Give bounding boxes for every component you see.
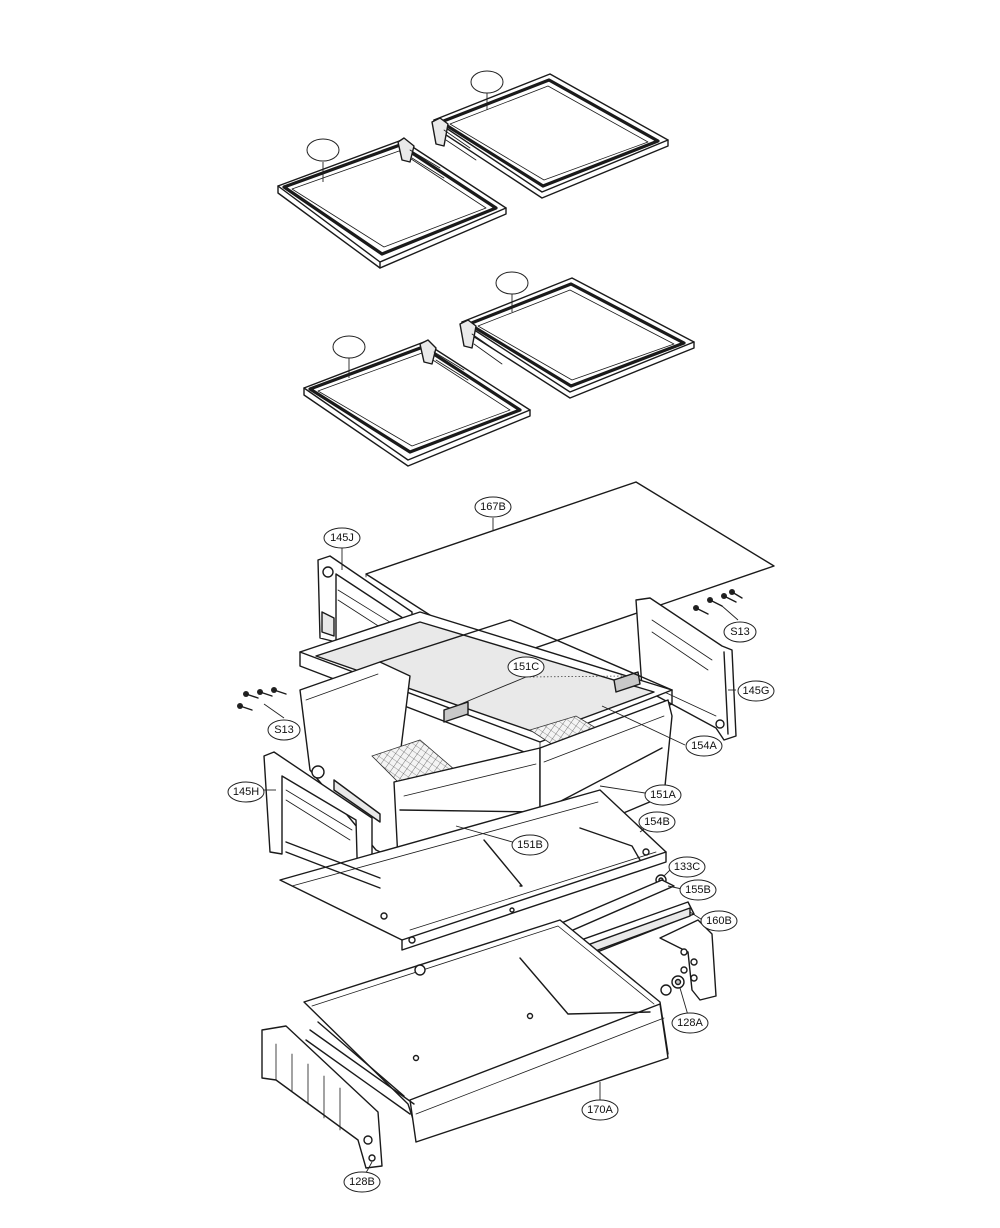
callout-label: 151A: [650, 789, 676, 801]
callout-label: 133C: [674, 861, 700, 873]
callout-151A: 151A: [644, 784, 682, 806]
callout-154A: 154A: [685, 735, 723, 757]
callout-label: S13: [274, 724, 294, 736]
callout-shelf-1: [306, 138, 340, 162]
callout-151C: 151C: [507, 656, 545, 678]
callout-label: 145G: [743, 685, 770, 697]
screws-right-S13: [693, 589, 743, 615]
callout-145G: 145G: [737, 680, 775, 702]
callout-label: 167B: [480, 501, 506, 513]
glass-shelf-upper-right: [431, 73, 669, 199]
callout-167B: 167B: [474, 496, 512, 518]
callout-S13-left: S13: [267, 719, 301, 741]
callout-shelf-3: [332, 335, 366, 359]
callout-155B: 155B: [679, 879, 717, 901]
callout-label: 145H: [233, 786, 259, 798]
callout-151B: 151B: [511, 834, 549, 856]
callout-170A: 170A: [581, 1099, 619, 1121]
screws-left-S13: [237, 687, 287, 711]
callout-shelf-2: [470, 70, 504, 94]
glass-shelf-upper-left: [277, 137, 507, 269]
callout-label: 151C: [513, 661, 539, 673]
callout-label: 128A: [677, 1017, 703, 1029]
callout-label: 155B: [685, 884, 711, 896]
roller-128A: [671, 975, 685, 989]
callout-S13-right: S13: [723, 621, 757, 643]
callout-label: 154A: [691, 740, 717, 752]
callout-160B: 160B: [700, 910, 738, 932]
leader-lines: [262, 93, 739, 1181]
glass-shelf-lower-right: [459, 277, 695, 399]
callout-154B: 154B: [638, 811, 676, 833]
bottom-pan-170A: [303, 919, 672, 1143]
callout-label: 151B: [517, 839, 543, 851]
callout-label: 160B: [706, 915, 732, 927]
callout-label: 170A: [587, 1104, 613, 1116]
callout-label: 154B: [644, 816, 670, 828]
callout-label: 128B: [349, 1176, 375, 1188]
callout-145H: 145H: [227, 781, 265, 803]
front-bracket-128B: [261, 1025, 415, 1169]
crisper-lid-frame-154A: [299, 611, 673, 759]
callout-shelf-4: [495, 271, 529, 295]
callout-133C: 133C: [668, 856, 706, 878]
callout-label: 145J: [330, 532, 354, 544]
glass-shelf-lower-left: [303, 339, 531, 467]
callout-128B: 128B: [343, 1171, 381, 1193]
callout-128A: 128A: [671, 1012, 709, 1034]
support-tray-154B: [279, 789, 667, 951]
callout-label: S13: [730, 626, 750, 638]
callout-145J: 145J: [323, 527, 361, 549]
